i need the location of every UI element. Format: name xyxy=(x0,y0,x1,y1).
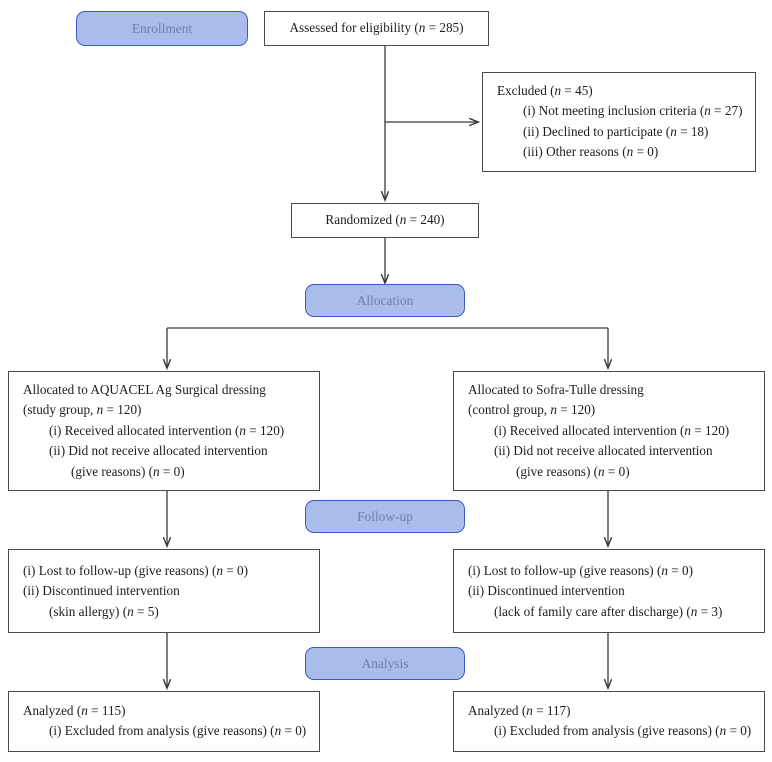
followup-left-content: (i) Lost to follow-up (give reasons) (n … xyxy=(9,550,319,630)
node-assessed-for-eligibility: Assessed for eligibility (n = 285) xyxy=(264,11,489,46)
allocated-left-line-4: (give reasons) (n = 0) xyxy=(71,463,185,479)
node-analyzed-study-group: Analyzed (n = 115) (i) Excluded from ana… xyxy=(8,691,320,752)
node-analyzed-control-group: Analyzed (n = 117) (i) Excluded from ana… xyxy=(453,691,765,752)
allocated-right-line-1: (control group, n = 120) xyxy=(468,402,596,418)
excluded-line-0: Excluded (n = 45) xyxy=(497,83,593,98)
node-excluded: Excluded (n = 45) (i) Not meeting inclus… xyxy=(482,72,756,172)
followup-right-line-0: (i) Lost to follow-up (give reasons) (n … xyxy=(468,563,693,578)
analyzed-right-line-0: Analyzed (n = 117) xyxy=(468,703,571,718)
randomized-content: Randomized (n = 240) xyxy=(311,202,458,238)
allocated-left-line-3: (ii) Did not receive allocated intervent… xyxy=(49,443,268,459)
allocated-left-line-0: Allocated to AQUACEL Ag Surgical dressin… xyxy=(23,382,266,397)
stage-label-enrollment: Enrollment xyxy=(76,11,248,46)
followup-right-content: (i) Lost to follow-up (give reasons) (n … xyxy=(454,550,764,630)
excluded-line-3: (iii) Other reasons (n = 0) xyxy=(523,144,659,160)
node-followup-study-group: (i) Lost to follow-up (give reasons) (n … xyxy=(8,549,320,633)
node-allocated-study-group: Allocated to AQUACEL Ag Surgical dressin… xyxy=(8,371,320,491)
allocated-right-line-4: (give reasons) (n = 0) xyxy=(516,463,630,479)
allocated-left-content: Allocated to AQUACEL Ag Surgical dressin… xyxy=(9,372,319,490)
analyzed-left-content: Analyzed (n = 115) (i) Excluded from ana… xyxy=(9,692,319,750)
node-randomized: Randomized (n = 240) xyxy=(291,203,479,238)
excluded-content: Excluded (n = 45) (i) Not meeting inclus… xyxy=(483,73,755,171)
allocated-right-content: Allocated to Sofra-Tulle dressing (contr… xyxy=(454,372,764,490)
followup-right-line-1: (ii) Discontinued intervention xyxy=(468,583,625,599)
assessed-content: Assessed for eligibility (n = 285) xyxy=(275,10,477,46)
stage-enrollment-text: Enrollment xyxy=(131,20,193,36)
allocated-left-line-1: (study group, n = 120) xyxy=(23,402,142,418)
stage-analysis-text: Analysis xyxy=(361,655,409,671)
randomized-line-0: Randomized (n = 240) xyxy=(325,212,445,228)
followup-left-line-1: (ii) Discontinued intervention xyxy=(23,583,180,599)
followup-right-line-2: (lack of family care after discharge) (n… xyxy=(494,603,723,619)
analyzed-left-line-0: Analyzed (n = 115) xyxy=(23,703,126,718)
followup-left-line-0: (i) Lost to follow-up (give reasons) (n … xyxy=(23,563,248,578)
analyzed-left-line-1: (i) Excluded from analysis (give reasons… xyxy=(49,723,307,739)
allocated-right-line-0: Allocated to Sofra-Tulle dressing xyxy=(468,382,644,397)
stage-followup-text: Follow-up xyxy=(357,508,413,524)
stage-allocation-text: Allocation xyxy=(356,292,414,308)
allocated-right-line-3: (ii) Did not receive allocated intervent… xyxy=(494,443,713,459)
excluded-line-1: (i) Not meeting inclusion criteria (n = … xyxy=(523,103,743,119)
excluded-line-2: (ii) Declined to participate (n = 18) xyxy=(523,123,709,139)
stage-label-analysis: Analysis xyxy=(305,647,465,680)
followup-left-line-2: (skin allergy) (n = 5) xyxy=(49,603,159,619)
node-allocated-control-group: Allocated to Sofra-Tulle dressing (contr… xyxy=(453,371,765,491)
analyzed-right-line-1: (i) Excluded from analysis (give reasons… xyxy=(494,723,752,739)
stage-label-allocation: Allocation xyxy=(305,284,465,317)
assessed-line-0: Assessed for eligibility (n = 285) xyxy=(289,20,464,36)
allocated-left-line-2: (i) Received allocated intervention (n =… xyxy=(49,422,285,438)
allocated-right-line-2: (i) Received allocated intervention (n =… xyxy=(494,422,730,438)
node-followup-control-group: (i) Lost to follow-up (give reasons) (n … xyxy=(453,549,765,633)
analyzed-right-content: Analyzed (n = 117) (i) Excluded from ana… xyxy=(454,692,764,750)
stage-label-followup: Follow-up xyxy=(305,500,465,533)
